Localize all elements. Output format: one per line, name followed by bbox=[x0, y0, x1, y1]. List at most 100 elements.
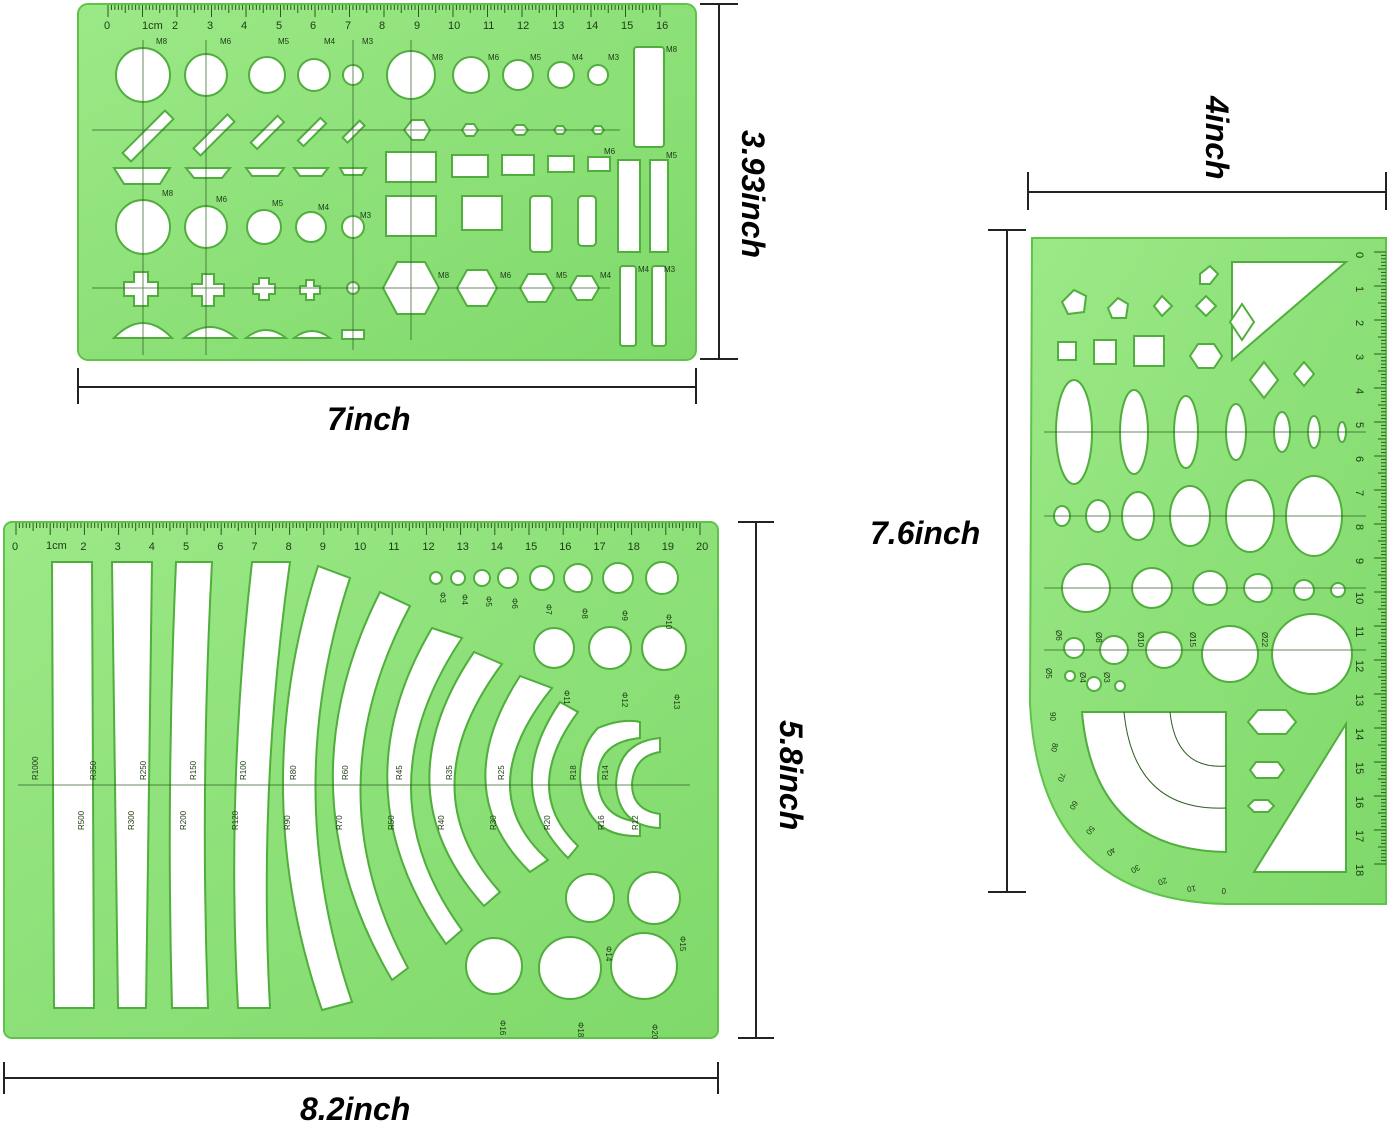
size-label: M8 bbox=[438, 271, 450, 280]
protractor-number: 80 bbox=[1049, 742, 1060, 753]
radius-label: R100 bbox=[239, 760, 248, 780]
circle-label: Φ12 bbox=[620, 692, 629, 708]
bottom-left-dimension-lines bbox=[3, 521, 774, 1094]
circle-label: Ø5 bbox=[1044, 668, 1053, 679]
ruler-number: 11 bbox=[1353, 626, 1365, 637]
ruler-number: 15 bbox=[525, 541, 537, 553]
circle-label: Φ9 bbox=[620, 610, 629, 621]
ruler-number: 10 bbox=[1353, 592, 1365, 604]
bottom-left-unit-label: 1cm bbox=[46, 540, 67, 552]
size-label: M5 bbox=[556, 271, 568, 280]
ruler-number: 13 bbox=[1353, 694, 1365, 706]
radius-label: R12 bbox=[631, 815, 640, 830]
ruler-number: 4 bbox=[149, 541, 155, 553]
ruler-number: 10 bbox=[354, 541, 366, 553]
circle-label: Φ8 bbox=[580, 608, 589, 619]
radius-label: R50 bbox=[387, 815, 396, 830]
radius-label: R350 bbox=[89, 760, 98, 780]
size-label: M6 bbox=[500, 271, 512, 280]
ruler-number: 18 bbox=[628, 541, 640, 553]
circle-label: Φ3 bbox=[438, 592, 447, 603]
circle-label: Φ6 bbox=[510, 598, 519, 609]
circle-label: Φ15 bbox=[678, 936, 687, 952]
radius-label: R16 bbox=[597, 815, 606, 830]
right-dimension-lines bbox=[988, 172, 1387, 893]
ruler-number: 16 bbox=[559, 541, 571, 553]
ruler-number: 13 bbox=[552, 20, 564, 32]
ruler-number: 11 bbox=[388, 541, 399, 553]
size-label: M3 bbox=[664, 265, 676, 274]
circle-label: Φ5 bbox=[484, 596, 493, 607]
ruler-number: 12 bbox=[1353, 660, 1365, 672]
size-label: M4 bbox=[572, 53, 584, 62]
ruler-number: 11 bbox=[483, 20, 494, 32]
ruler-number: 6 bbox=[1353, 456, 1365, 462]
radius-label: R250 bbox=[139, 760, 148, 780]
size-label: M5 bbox=[278, 37, 290, 46]
ruler-number: 9 bbox=[1353, 558, 1365, 564]
ruler-number: 16 bbox=[1353, 796, 1365, 808]
ruler-number: 12 bbox=[422, 541, 434, 553]
bottom-left-height-label: 5.8inch bbox=[773, 720, 809, 830]
radius-label: R70 bbox=[335, 815, 344, 830]
ruler-number: 7 bbox=[345, 20, 351, 32]
radius-label: R300 bbox=[127, 810, 136, 830]
ruler-number: 14 bbox=[491, 541, 503, 553]
size-label: M3 bbox=[608, 53, 620, 62]
ruler-number: 9 bbox=[320, 541, 326, 553]
size-label: M8 bbox=[666, 45, 678, 54]
ruler-number: 7 bbox=[1353, 490, 1365, 496]
radius-label: R90 bbox=[283, 815, 292, 830]
circle-label: Φ13 bbox=[672, 694, 681, 710]
right-height-label: 7.6inch bbox=[870, 515, 980, 551]
radius-label: R500 bbox=[77, 810, 86, 830]
protractor-number: 90 bbox=[1048, 712, 1057, 721]
circle-label: Ø10 bbox=[1136, 632, 1145, 648]
radius-label: R120 bbox=[231, 810, 240, 830]
top-left-height-label: 3.93inch bbox=[735, 130, 771, 258]
ruler-number: 16 bbox=[656, 20, 668, 32]
ruler-number: 6 bbox=[217, 541, 223, 553]
protractor-number: 70 bbox=[1056, 772, 1068, 784]
circle-label: Ø6 bbox=[1054, 630, 1063, 641]
ruler-number: 3 bbox=[1353, 354, 1365, 360]
circle-label: Φ20 bbox=[650, 1024, 659, 1040]
size-label: M8 bbox=[432, 53, 444, 62]
circle-label: Ø4 bbox=[1078, 672, 1087, 683]
circle-label: Ø22 bbox=[1260, 632, 1269, 648]
ruler-number: 0 bbox=[104, 20, 110, 32]
circle-label: Φ4 bbox=[460, 594, 469, 605]
protractor-number: 0 bbox=[1221, 886, 1226, 895]
top-left-width-label: 7inch bbox=[327, 401, 411, 437]
radius-label: R150 bbox=[189, 760, 198, 780]
protractor-number: 20 bbox=[1156, 876, 1168, 888]
ruler-number: 8 bbox=[1353, 524, 1365, 530]
ruler-number: 2 bbox=[172, 20, 178, 32]
ruler-number: 5 bbox=[276, 20, 282, 32]
ruler-number: 14 bbox=[586, 20, 598, 32]
ruler-number: 6 bbox=[310, 20, 316, 32]
circle-label: Ø3 bbox=[1102, 672, 1111, 683]
size-label: M4 bbox=[600, 271, 612, 280]
circle-label: Φ18 bbox=[576, 1022, 585, 1038]
ruler-number: 14 bbox=[1353, 728, 1365, 740]
size-label: M8 bbox=[162, 189, 174, 198]
radius-label: R30 bbox=[489, 815, 498, 830]
radius-label: R25 bbox=[497, 765, 506, 780]
top-left-unit-label: 1cm bbox=[142, 20, 163, 32]
circle-label: Φ7 bbox=[544, 604, 553, 615]
circle-label: Ø8 bbox=[1094, 632, 1103, 643]
ruler-number: 18 bbox=[1353, 864, 1365, 876]
bottom-left-width-label: 8.2inch bbox=[300, 1091, 410, 1126]
ruler-number: 0 bbox=[12, 541, 18, 553]
ruler-number: 4 bbox=[1353, 388, 1365, 394]
size-label: M8 bbox=[156, 37, 168, 46]
size-label: M3 bbox=[360, 211, 372, 220]
size-label: M6 bbox=[216, 195, 228, 204]
size-label: M6 bbox=[220, 37, 232, 46]
size-label: M5 bbox=[666, 151, 678, 160]
